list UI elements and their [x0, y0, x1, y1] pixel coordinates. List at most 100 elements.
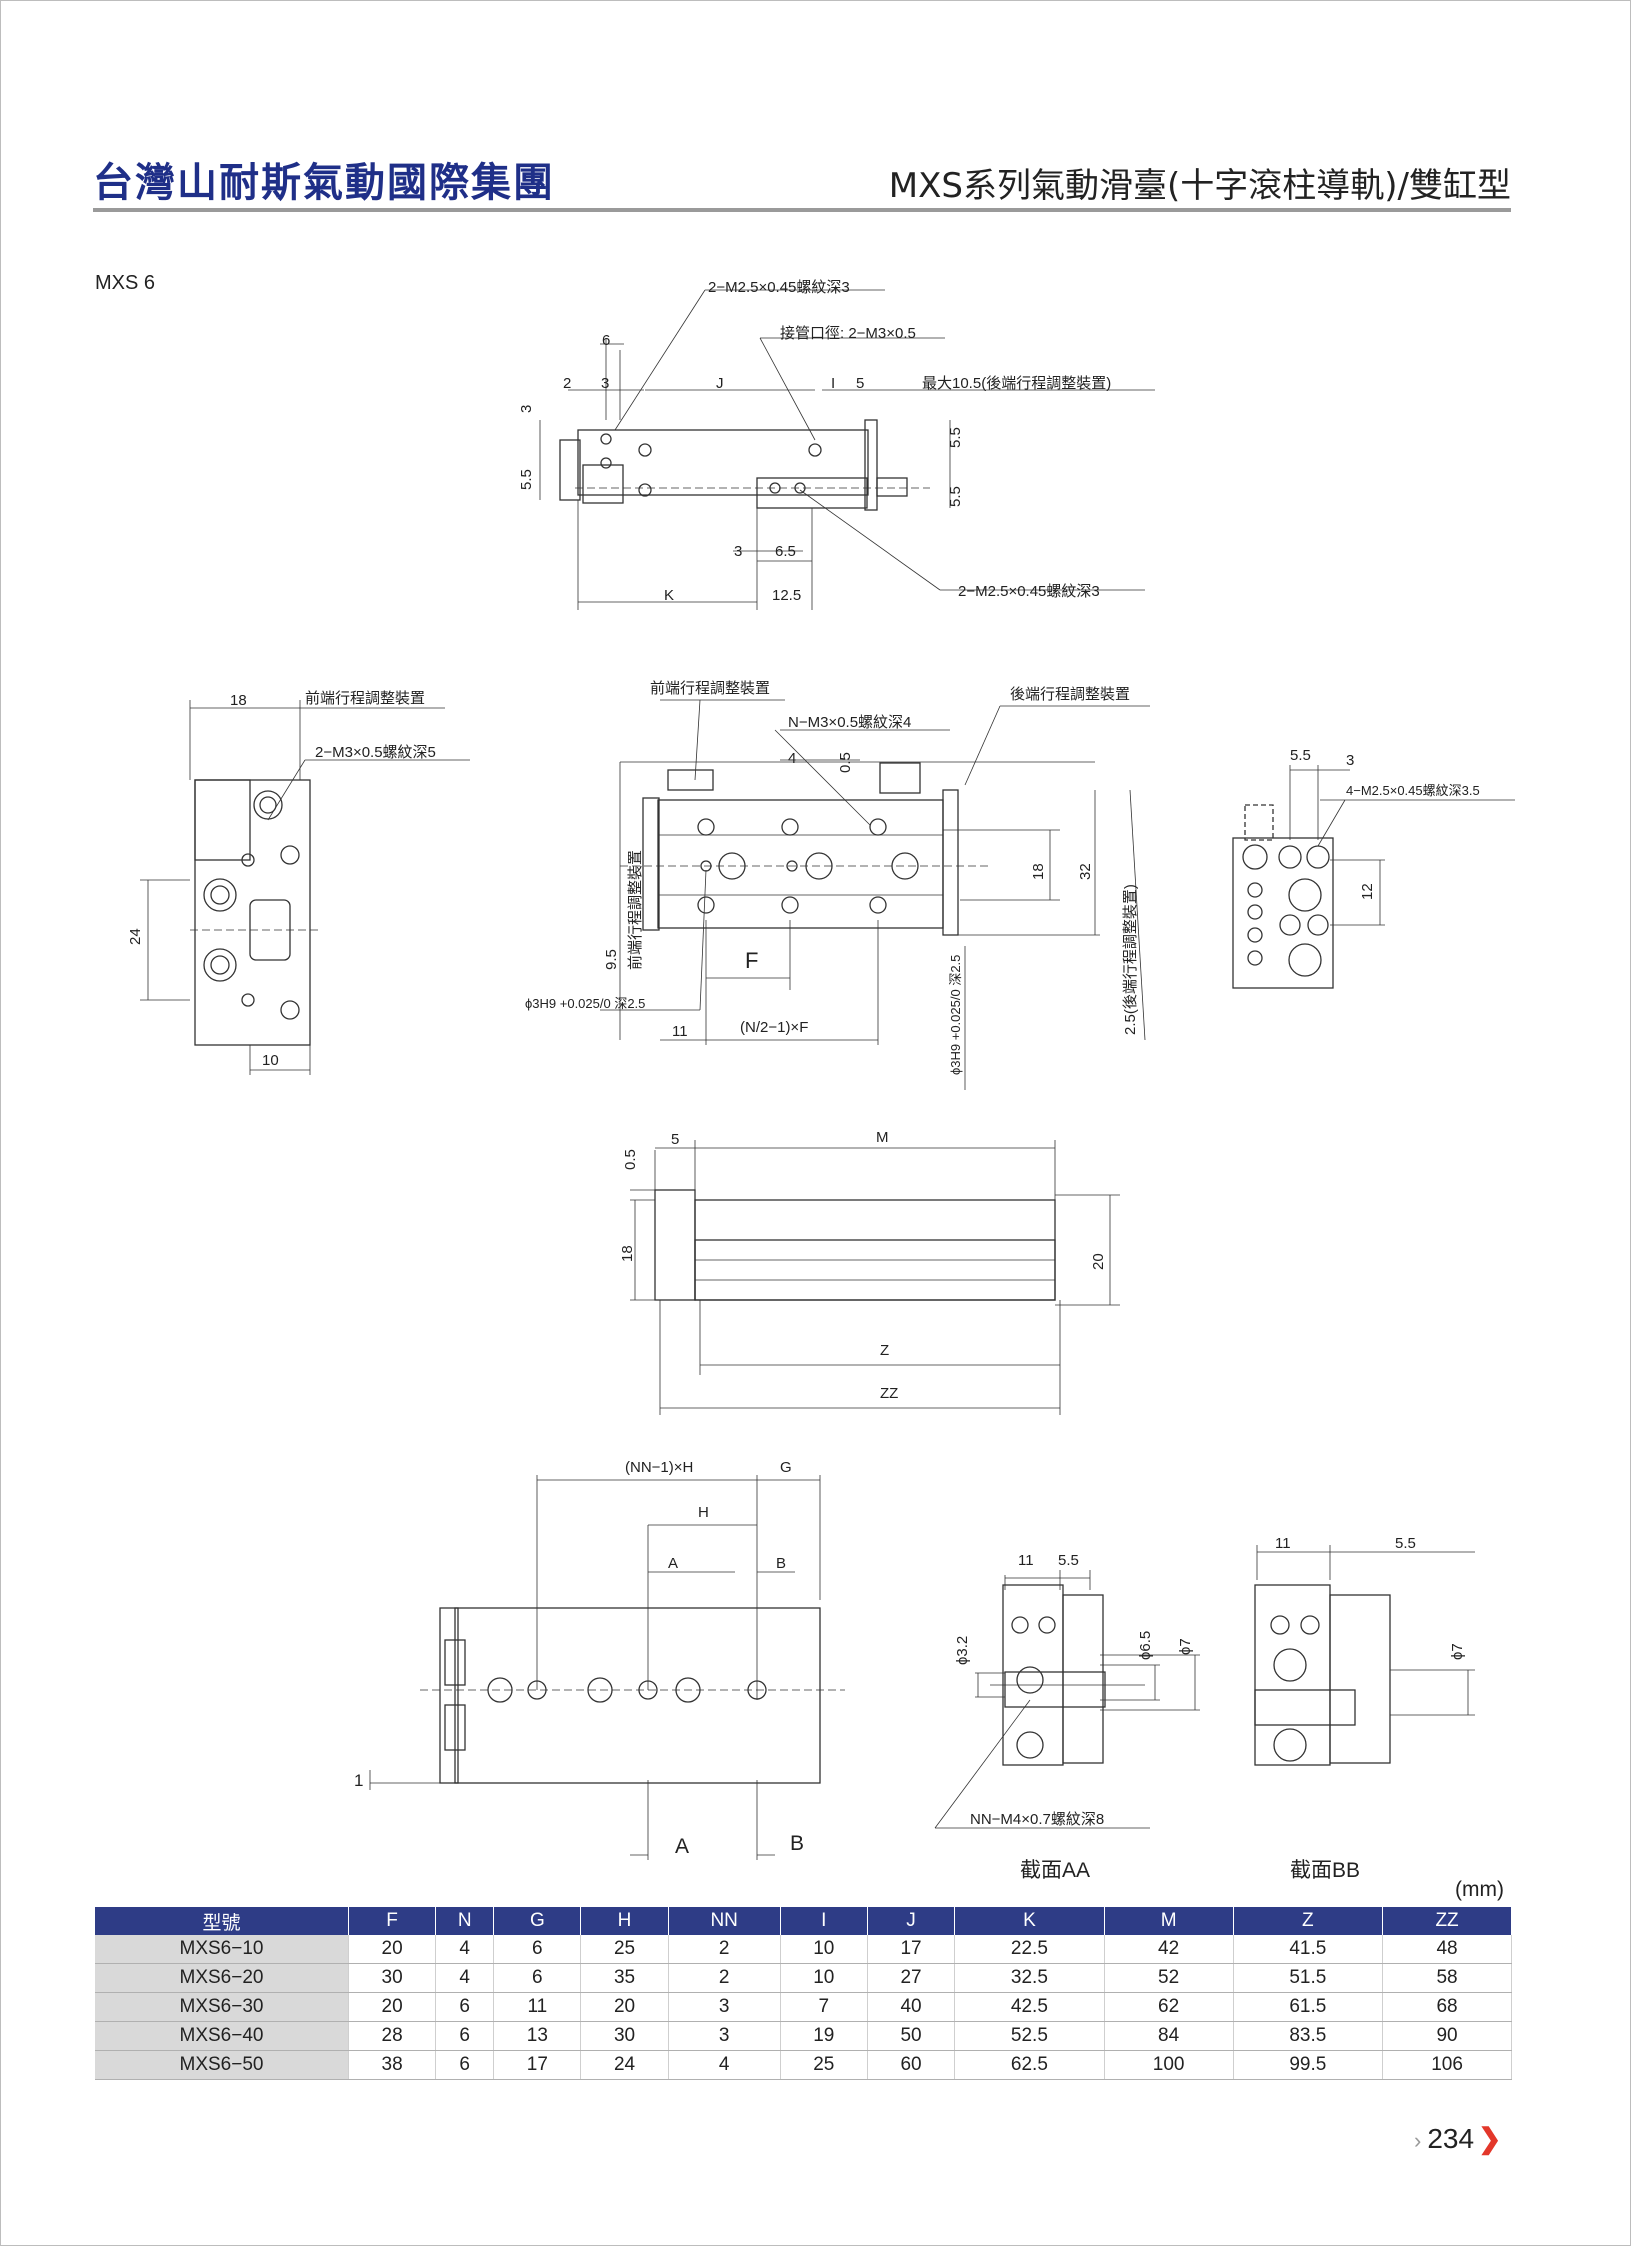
mid-front-adjuster-label: 前端行程調整裝置: [650, 680, 770, 697]
section-aa-title: 截面AA: [1020, 1859, 1090, 1882]
bottom-dim-g: G: [780, 1459, 792, 1476]
table-cell: 25: [580, 1935, 669, 1964]
model-cell: MXS6−20: [95, 1963, 349, 1993]
col-header: N: [435, 1907, 495, 1935]
top-view-drawing: [539, 289, 1155, 610]
table-cell: 10: [780, 1963, 868, 1993]
table-cell: 32.5: [954, 1963, 1105, 1993]
table-cell: 42.5: [954, 1992, 1105, 2022]
table-row: MXS6−30 20 6 11 20 3 7 40 42.5 62 61.5 6…: [95, 1992, 1512, 2022]
table-cell: 4: [668, 2050, 781, 2080]
bottom-view-drawing: [369, 1475, 845, 1860]
table-cell: 22.5: [954, 1935, 1105, 1964]
col-header: I: [780, 1907, 868, 1935]
top-port-label: 接管口徑: 2−M3×0.5: [780, 325, 916, 342]
product-title: MXS系列氣動滑臺(十字滾柱導軌)/雙缸型: [888, 166, 1511, 206]
table-cell: 61.5: [1233, 1992, 1384, 2022]
mid-dim-18: 18: [1030, 863, 1047, 880]
table-cell: 52.5: [954, 2021, 1105, 2051]
dim-6-5: 6.5: [775, 543, 796, 560]
table-cell: 38: [348, 2050, 437, 2080]
table-row: MXS6−20 30 4 6 35 2 10 27 32.5 52 51.5 5…: [95, 1963, 1512, 1993]
top-max-label: 最大10.5(後端行程調整裝置): [922, 375, 1111, 392]
table-cell: 6: [493, 1935, 582, 1964]
col-header: J: [867, 1907, 956, 1935]
side-dim-5: 5: [671, 1131, 679, 1148]
col-header: M: [1104, 1907, 1234, 1935]
section-aa-drawing: [934, 1570, 1200, 1829]
mid-dim-4: 4: [788, 750, 796, 767]
bottom-dim-nn-h: (NN−1)×H: [625, 1459, 693, 1476]
col-header: Z: [1233, 1907, 1384, 1935]
table-cell: 40: [867, 1992, 956, 2022]
header-rule: [93, 208, 1511, 212]
model-label: MXS 6: [95, 272, 156, 294]
dim-k: K: [664, 587, 674, 604]
table-cell: 4: [435, 1935, 495, 1964]
bb-dim-11: 11: [1275, 1535, 1291, 1552]
table-cell: 6: [435, 2021, 495, 2051]
table-cell: 30: [348, 1963, 437, 1993]
aa-dim-11: 11: [1018, 1552, 1034, 1569]
dim-12-5: 12.5: [772, 587, 801, 604]
col-header: NN: [668, 1907, 781, 1935]
table-row: MXS6−10 20 4 6 25 2 10 17 22.5 42 41.5 4…: [95, 1935, 1512, 1964]
side-view-drawing: [630, 1140, 1120, 1415]
dim-3-bottom: 3: [734, 543, 742, 560]
right-dim-3: 3: [1346, 752, 1354, 769]
table-cell: 7: [780, 1992, 868, 2022]
side-dim-18: 18: [619, 1245, 636, 1262]
mid-bore-label-vertical: ϕ3H9 +0.025/0 深2.5: [948, 955, 963, 1075]
right-dim-5-5: 5.5: [1290, 747, 1311, 764]
table-cell: 6: [493, 1963, 582, 1993]
table-cell: 4: [435, 1963, 495, 1993]
section-bb-title: 截面BB: [1290, 1859, 1360, 1882]
table-cell: 19: [780, 2021, 868, 2051]
table-cell: 68: [1382, 1992, 1512, 2022]
table-cell: 24: [580, 2050, 669, 2080]
col-header: K: [954, 1907, 1105, 1935]
right-dim-12: 12: [1359, 883, 1376, 900]
aa-dim-7: ϕ7: [1177, 1638, 1194, 1655]
mid-front-adjuster-vertical: 前端行程調整裝置: [627, 850, 644, 970]
dim-j: J: [716, 375, 724, 392]
table-cell: 2: [668, 1935, 781, 1964]
mid-dim-0-5: 0.5: [837, 752, 854, 773]
table-cell: 10: [780, 1935, 868, 1964]
table-cell: 90: [1382, 2021, 1512, 2051]
table-cell: 6: [435, 1992, 495, 2022]
dim-5-5-right-top: 5.5: [947, 427, 964, 448]
bb-dim-7: ϕ7: [1449, 1643, 1466, 1660]
table-cell: 62.5: [954, 2050, 1105, 2080]
right-end-view-drawing: [1232, 765, 1515, 989]
top-thread-label: 2−M2.5×0.45螺紋深3: [708, 279, 850, 296]
table-cell: 106: [1382, 2050, 1512, 2080]
table-cell: 13: [493, 2021, 582, 2051]
table-cell: 20: [348, 1935, 437, 1964]
model-cell: MXS6−10: [95, 1935, 349, 1964]
table-cell: 41.5: [1233, 1935, 1384, 1964]
mid-thread-label: N−M3×0.5螺紋深4: [788, 714, 911, 731]
section-bb-drawing: [1254, 1545, 1475, 1766]
mid-rear-stroke-vertical: 2.5(後端行程調整裝置): [1122, 884, 1139, 1035]
aa-thread-label: NN−M4×0.7螺紋深8: [970, 1811, 1104, 1828]
side-dim-z: Z: [880, 1342, 889, 1359]
bottom-section-b-top: B: [776, 1555, 786, 1572]
table-cell: 6: [435, 2050, 495, 2080]
table-cell: 2: [668, 1963, 781, 1993]
dim-2: 2: [563, 375, 571, 392]
table-cell: 99.5: [1233, 2050, 1384, 2080]
table-cell: 50: [867, 2021, 956, 2051]
dim-i: I: [831, 375, 835, 392]
dim-5: 5: [856, 375, 864, 392]
mid-bore-label-left: ϕ3H9 +0.025/0 深2.5: [525, 996, 645, 1011]
col-header: 型號: [95, 1907, 349, 1935]
page-number: ›234❯: [1414, 2122, 1502, 2155]
mid-dim-11: 11: [672, 1023, 688, 1040]
aa-dim-5-5: 5.5: [1058, 1552, 1079, 1569]
dim-3: 3: [601, 375, 609, 392]
table-header-row: 型號 F N G H NN I J K M Z ZZ: [95, 1907, 1512, 1935]
left-end-view-drawing: [140, 700, 470, 1075]
table-cell: 60: [867, 2050, 956, 2080]
